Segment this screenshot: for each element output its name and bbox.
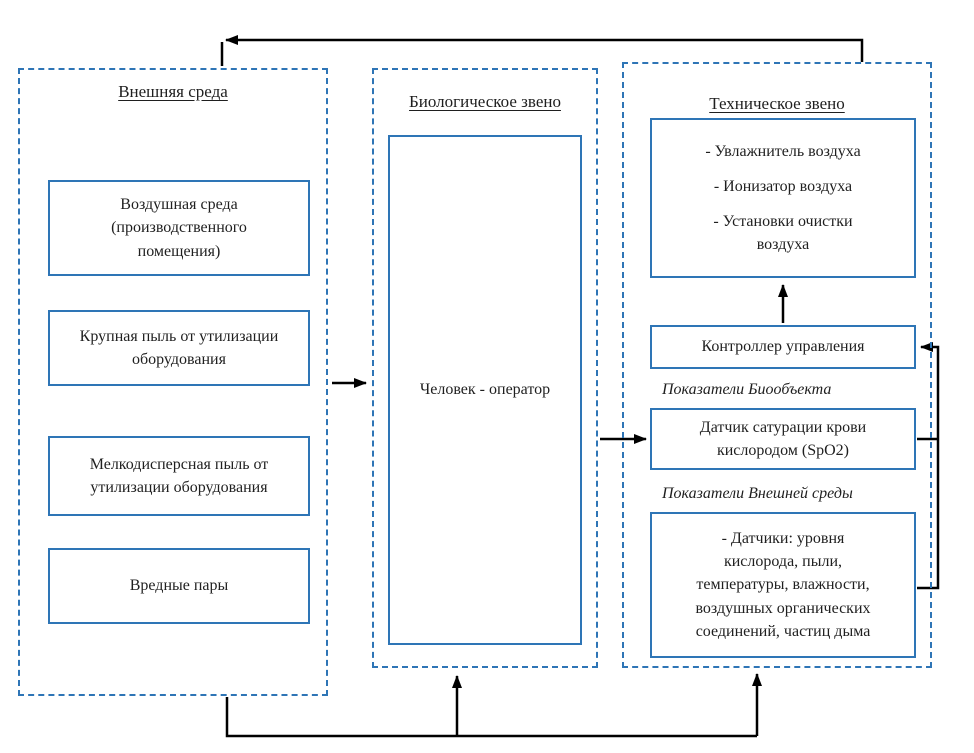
technical-link-title: Техническое звено — [709, 94, 845, 113]
technical-equipment-box: - Увлажнитель воздуха - Ионизатор воздух… — [650, 118, 916, 278]
equipment-item-humidifier: - Увлажнитель воздуха — [705, 142, 861, 160]
external-box-fine-dust: Мелкодисперсная пыль от утилизации обору… — [48, 436, 310, 516]
env-indicators-label: Показатели Внешней среды — [662, 485, 853, 502]
biological-link-title: Биологическое звено — [409, 92, 561, 111]
controller-box: Контроллер управления — [650, 325, 916, 369]
biological-link-column: Биологическое звено — [372, 68, 598, 668]
external-environment-column: Внешняя среда — [18, 68, 328, 696]
arrow-bottom-bus — [225, 697, 757, 738]
env-sensors-box: - Датчики: уровня кислорода, пыли, темпе… — [650, 512, 916, 658]
bio-indicators-label: Показатели Биообъекта — [662, 381, 832, 398]
spo2-sensor-box: Датчик сатурации крови кислородом (SpO2) — [650, 408, 916, 470]
arrow-top-feedback — [225, 35, 864, 62]
equipment-item-purifier: - Установки очистки воздуха — [713, 212, 853, 253]
technical-link-column: Техническое звено — [622, 62, 932, 668]
equipment-item-ionizer: - Ионизатор воздуха — [713, 177, 853, 195]
external-environment-title: Внешняя среда — [118, 82, 228, 101]
external-box-harmful-vapors: Вредные пары — [48, 548, 310, 624]
human-operator-box: Человек - оператор — [388, 135, 582, 645]
external-box-air: Воздушная среда (производственного помещ… — [48, 180, 310, 276]
external-box-coarse-dust: Крупная пыль от утилизации оборудования — [48, 310, 310, 386]
